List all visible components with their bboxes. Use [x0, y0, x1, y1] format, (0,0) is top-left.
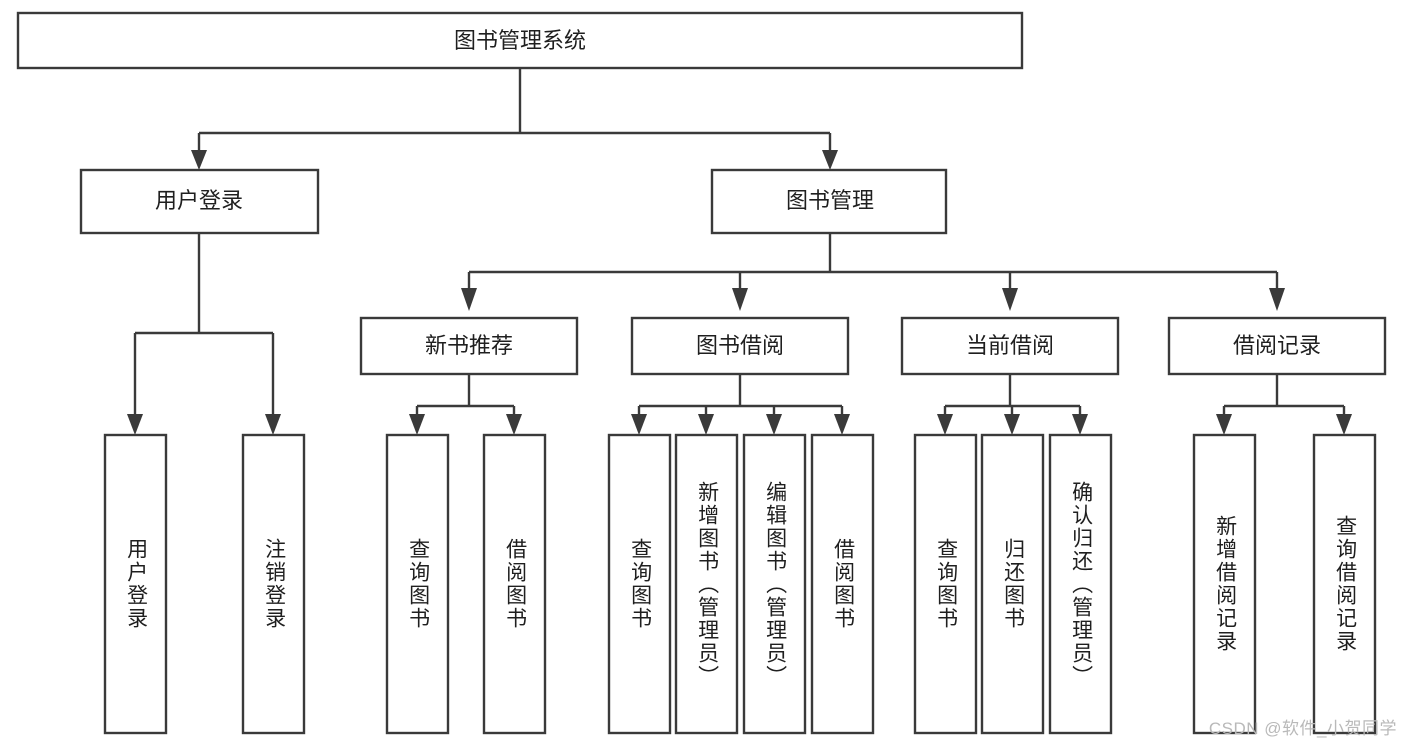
arrow-head-leaf-query-book-3 [937, 414, 953, 435]
node-box-book-borrow[interactable] [630, 316, 850, 376]
arrow-head-leaf-query-record [1336, 414, 1352, 435]
arrow-head-leaf-add-record [1216, 414, 1232, 435]
arrow-head-current-borrow [1002, 288, 1018, 311]
node-box-leaf-borrow-book-2[interactable] [810, 433, 875, 735]
watermark-text: CSDN @软件_小贺同学 [1208, 719, 1397, 738]
node-label-borrow-record: 借阅记录 [1233, 333, 1321, 358]
node-box-leaf-add-book[interactable] [674, 433, 739, 735]
node-box-leaf-query-book-3[interactable] [913, 433, 978, 735]
node-label-user-login: 用户登录 [155, 188, 243, 213]
node-box-leaf-confirm-return[interactable] [1048, 433, 1113, 735]
connector-layer [127, 68, 1352, 435]
node-label-current-borrow: 当前借阅 [966, 333, 1054, 358]
node-box-leaf-query-book-2[interactable] [607, 433, 672, 735]
arrow-head-borrow-record [1269, 288, 1285, 311]
arrow-head-leaf-user-logout [265, 414, 281, 435]
arrow-head-leaf-query-book-2 [631, 414, 647, 435]
node-layer: 图书管理系统 用户登录 图书管理 新书推荐 图书借阅 当前借阅 借阅记录 [16, 11, 1387, 735]
node-box-leaf-user-login[interactable] [103, 433, 168, 735]
arrow-head-leaf-confirm-return [1072, 414, 1088, 435]
arrow-head-book-borrow [732, 288, 748, 311]
arrow-head-leaf-add-book [698, 414, 714, 435]
node-label-book-borrow: 图书借阅 [696, 333, 784, 358]
node-label-book-manage: 图书管理 [786, 188, 874, 213]
arrow-head-leaf-borrow-book-1 [506, 414, 522, 435]
node-box-leaf-return-book[interactable] [980, 433, 1045, 735]
node-box-leaf-query-record[interactable] [1312, 433, 1377, 735]
arrow-head-book-manage [822, 150, 838, 170]
arrow-head-leaf-user-login [127, 414, 143, 435]
node-box-book-manage[interactable] [710, 168, 948, 235]
node-box-leaf-user-logout[interactable] [241, 433, 306, 735]
arrow-head-new-book-rec [461, 288, 477, 311]
node-label-root: 图书管理系统 [454, 28, 586, 53]
node-box-leaf-edit-book[interactable] [742, 433, 807, 735]
node-box-leaf-borrow-book-1[interactable] [482, 433, 547, 735]
node-box-leaf-add-record[interactable] [1192, 433, 1257, 735]
node-box-borrow-record[interactable] [1167, 316, 1387, 376]
arrow-head-user-login [191, 150, 207, 170]
node-box-current-borrow[interactable] [900, 316, 1120, 376]
arrow-head-leaf-return-book [1004, 414, 1020, 435]
node-box-root[interactable] [16, 11, 1024, 70]
node-box-user-login[interactable] [79, 168, 320, 235]
arrow-head-leaf-query-book-1 [409, 414, 425, 435]
node-box-leaf-query-book-1[interactable] [385, 433, 450, 735]
node-label-new-book-rec: 新书推荐 [425, 333, 513, 358]
arrow-head-leaf-edit-book [766, 414, 782, 435]
node-box-new-book-rec[interactable] [359, 316, 579, 376]
arrow-head-leaf-borrow-book-2 [834, 414, 850, 435]
